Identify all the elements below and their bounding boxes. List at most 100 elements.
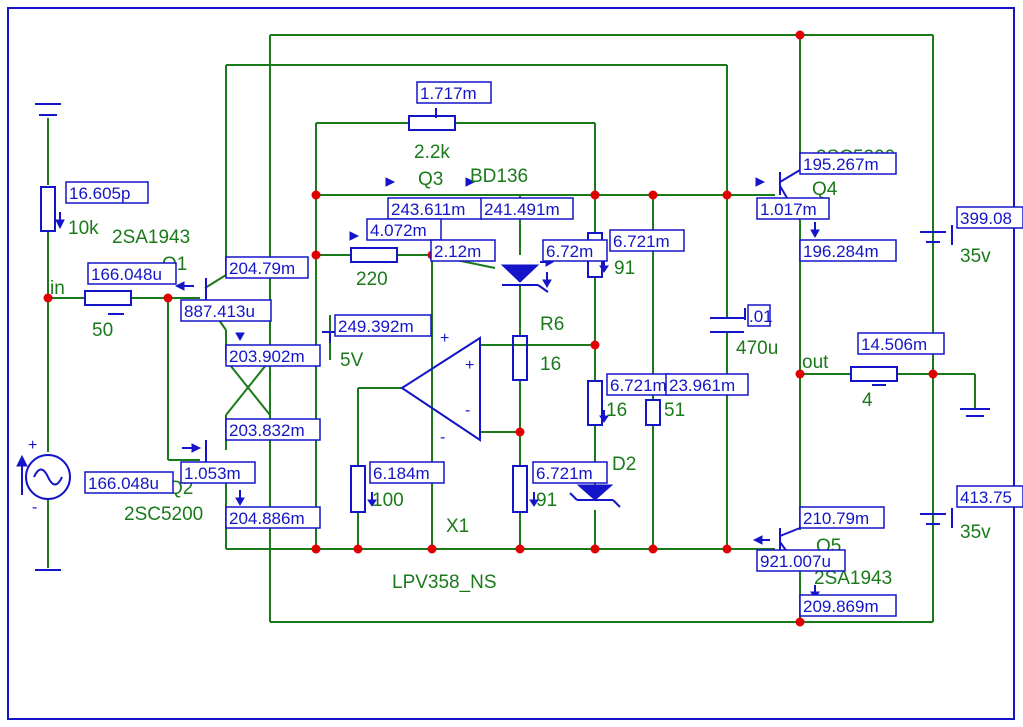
probe-q3-emitter[interactable]: 243.611m bbox=[387, 197, 483, 220]
r16-value: 16 bbox=[606, 400, 627, 421]
svg-text:887.413u: 887.413u bbox=[184, 302, 255, 321]
resistor-220[interactable] bbox=[349, 231, 398, 263]
probe-q1-base-in[interactable]: 166.048u bbox=[87, 262, 177, 285]
sheet-border bbox=[7, 7, 1015, 720]
opamp-x1[interactable]: + + - - bbox=[400, 330, 481, 446]
svg-text:241.491m: 241.491m bbox=[484, 200, 560, 219]
svg-text:6.721m: 6.721m bbox=[610, 376, 667, 395]
q2-type: 2SC5200 bbox=[124, 504, 203, 525]
x1-name: X1 bbox=[446, 516, 469, 537]
probe-q3-collector[interactable]: 241.491m bbox=[480, 197, 574, 220]
probe-q4-base[interactable]: 1.017m bbox=[756, 197, 830, 220]
vbot-value: 35v bbox=[960, 522, 991, 543]
c470-value: 470u bbox=[736, 338, 778, 359]
wires bbox=[47, 34, 976, 623]
svg-text:921.007u: 921.007u bbox=[760, 552, 831, 571]
r100-value: 100 bbox=[372, 490, 404, 511]
probe-r-fb[interactable]: 1.717m bbox=[416, 81, 492, 104]
probe-q1-b[interactable]: 887.413u bbox=[180, 299, 272, 322]
probe-r10k[interactable]: 16.605p bbox=[65, 181, 149, 204]
input-net-label: in bbox=[50, 278, 65, 299]
probe-q2-emitter[interactable]: 204.886m bbox=[225, 506, 321, 529]
probe-r220[interactable]: 4.072m bbox=[366, 218, 442, 241]
svg-text:1.053m: 1.053m bbox=[184, 464, 241, 483]
r-top-value: 10k bbox=[68, 218, 99, 239]
q5-type: 2SA1943 bbox=[814, 568, 892, 589]
resistor-100[interactable] bbox=[350, 465, 377, 513]
svg-text:243.611m: 243.611m bbox=[391, 200, 465, 219]
vtop-value: 35v bbox=[960, 246, 991, 267]
battery-bottom[interactable] bbox=[920, 508, 953, 528]
output-net-label: out bbox=[802, 352, 829, 373]
transistor-q3[interactable] bbox=[385, 177, 552, 293]
svg-text:209.869m: 209.869m bbox=[803, 597, 879, 616]
probe-q2-b[interactable]: 1.053m bbox=[180, 461, 256, 484]
svg-text:.01: .01 bbox=[749, 307, 773, 326]
probe-r16[interactable]: 6.721m bbox=[606, 373, 670, 396]
capacitor-470u[interactable] bbox=[710, 308, 746, 333]
probe-q5-emitter[interactable]: 209.869m bbox=[799, 594, 897, 617]
probe-vbot[interactable]: 413.75 bbox=[956, 485, 1023, 508]
svg-text:6.721m: 6.721m bbox=[536, 464, 593, 483]
zener-5v-label: 5V bbox=[340, 350, 364, 371]
opamp-plus-supply-sign: + bbox=[440, 330, 449, 347]
probe-r51[interactable]: 23.961m bbox=[665, 373, 749, 396]
svg-text:195.267m: 195.267m bbox=[803, 155, 879, 174]
probe-q4-emitter[interactable]: 196.284m bbox=[799, 239, 897, 262]
svg-text:1.717m: 1.717m bbox=[420, 84, 477, 103]
svg-text:23.961m: 23.961m bbox=[669, 376, 735, 395]
probe-q5-collector[interactable]: 210.79m bbox=[799, 506, 885, 529]
resistor-r6[interactable] bbox=[512, 335, 528, 381]
probe-q3-base[interactable]: 2.12m bbox=[430, 239, 496, 262]
ground-symbol-output bbox=[960, 408, 990, 417]
probe-vtop[interactable]: 399.08 bbox=[956, 206, 1023, 229]
ground-symbol-top bbox=[35, 103, 61, 116]
probe-r-out[interactable]: 14.506m bbox=[857, 332, 945, 355]
opamp-minus-supply-sign: - bbox=[440, 429, 445, 446]
probe-zener-5v[interactable]: 249.392m bbox=[334, 314, 432, 337]
r220-value: 220 bbox=[356, 269, 388, 290]
resistor-2.2k[interactable] bbox=[408, 108, 456, 131]
probe-r91-top-b[interactable]: 6.721m bbox=[609, 229, 685, 252]
probe-r91-top-a[interactable]: 6.72m bbox=[542, 239, 608, 262]
resistor-10k[interactable] bbox=[40, 186, 65, 232]
svg-text:196.284m: 196.284m bbox=[803, 242, 879, 261]
probe-d2[interactable]: 6.721m bbox=[532, 461, 608, 484]
probe-q1-collector[interactable]: 203.902m bbox=[225, 344, 321, 367]
probe-q2-collector[interactable]: 203.832m bbox=[225, 418, 321, 441]
svg-text:399.08: 399.08 bbox=[960, 209, 1012, 228]
probe-q5-base[interactable]: 921.007u bbox=[756, 549, 846, 572]
resistor-50[interactable] bbox=[84, 290, 132, 315]
diode-d2[interactable] bbox=[569, 484, 621, 508]
resistor-16[interactable] bbox=[587, 380, 609, 426]
probe-c470[interactable]: .01 bbox=[747, 304, 773, 327]
svg-text:249.392m: 249.392m bbox=[338, 317, 414, 336]
q3-name: Q3 bbox=[418, 169, 443, 190]
r-in-value: 50 bbox=[92, 320, 113, 341]
probe-q4-collector[interactable]: 195.267m bbox=[799, 152, 897, 175]
r91-bottom-value: 91 bbox=[536, 490, 557, 511]
probe-r100[interactable]: 6.184m bbox=[369, 461, 445, 484]
battery-top[interactable] bbox=[920, 225, 953, 245]
ac-source[interactable] bbox=[16, 454, 71, 500]
svg-text:6.72m: 6.72m bbox=[546, 242, 593, 261]
resistor-91-bottom[interactable] bbox=[512, 465, 539, 513]
svg-text:6.184m: 6.184m bbox=[373, 464, 430, 483]
svg-text:2.12m: 2.12m bbox=[434, 242, 481, 261]
svg-text:413.75: 413.75 bbox=[960, 488, 1012, 507]
r6-value: 16 bbox=[540, 354, 561, 375]
svg-text:203.832m: 203.832m bbox=[229, 421, 305, 440]
r-out-value: 4 bbox=[862, 390, 873, 411]
r91-top-value: 91 bbox=[614, 258, 635, 279]
resistor-51[interactable] bbox=[645, 399, 661, 426]
q3-type: BD136 bbox=[470, 166, 528, 187]
probe-q1-emitter[interactable]: 204.79m bbox=[225, 256, 309, 279]
opamp-minus-input-sign: - bbox=[465, 402, 470, 419]
opamp-plus-input-sign: + bbox=[465, 357, 474, 374]
source-minus-sign: - bbox=[32, 499, 37, 516]
r51-value: 51 bbox=[664, 400, 685, 421]
probe-q2-base-in[interactable]: 166.048u bbox=[84, 471, 174, 494]
r-fb-value: 2.2k bbox=[414, 142, 450, 163]
resistor-4-load[interactable] bbox=[850, 366, 898, 386]
